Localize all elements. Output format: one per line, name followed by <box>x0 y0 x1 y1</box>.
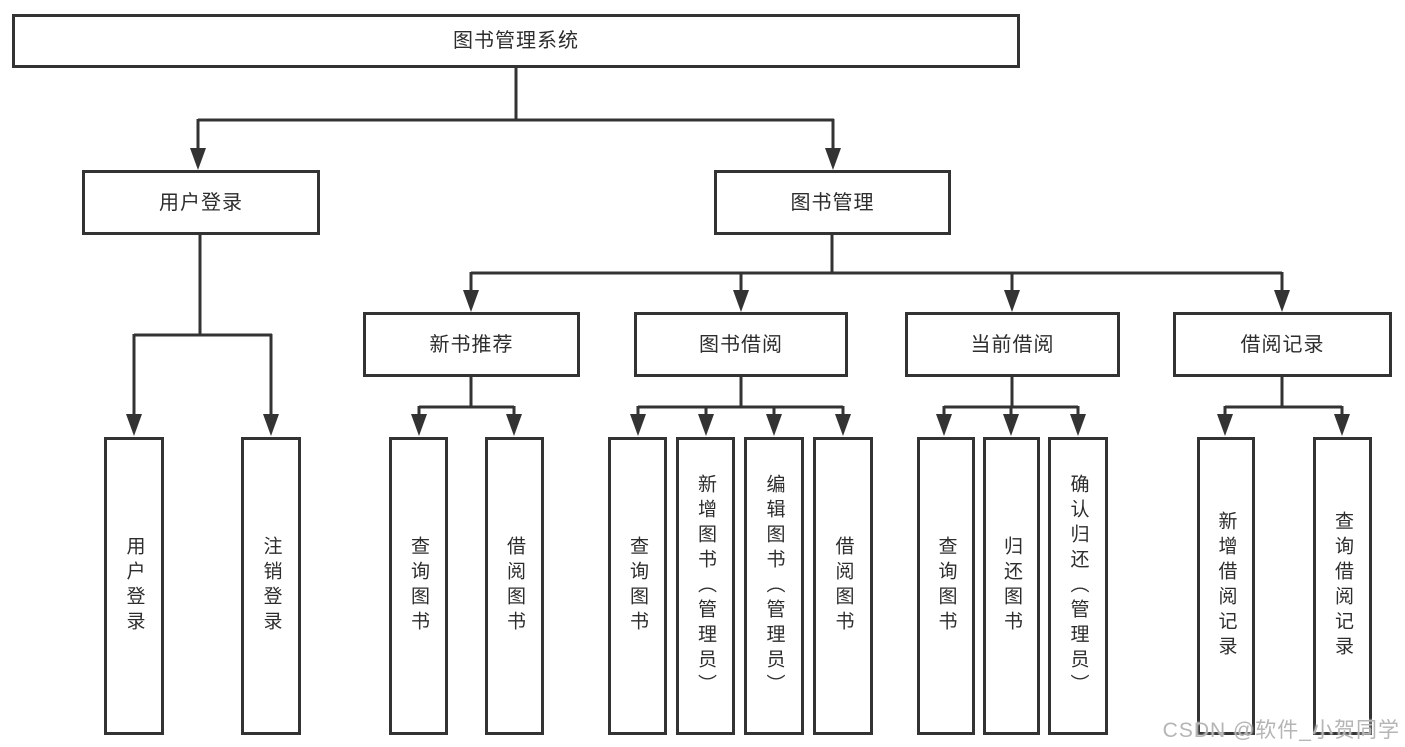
arrowheads-borrowing-records <box>1217 414 1350 436</box>
node-label: 编辑图书（管理员） <box>763 473 785 699</box>
leaf-bb-borrow-books: 借阅图书 <box>813 437 873 735</box>
node-label: 借阅图书 <box>504 536 525 636</box>
leaf-cb-return-books: 归还图书 <box>983 437 1040 735</box>
node-label: 查询图书 <box>935 536 957 636</box>
leaf-bb-query-books: 查询图书 <box>608 437 667 735</box>
leaf-logout: 注销登录 <box>241 437 301 735</box>
node-label: 图书管理系统 <box>453 30 579 52</box>
node-current-borrowing: 当前借阅 <box>905 312 1120 377</box>
node-label: 用户登录 <box>123 536 145 636</box>
leaf-cb-confirm-return-admin: 确认归还（管理员） <box>1048 437 1108 735</box>
connector-borrowing-records-branch <box>1223 375 1344 418</box>
node-label: 新增图书（管理员） <box>695 473 716 699</box>
node-label: 当前借阅 <box>970 333 1055 356</box>
node-library-management-system: 图书管理系统 <box>12 14 1020 68</box>
node-label: 借阅图书 <box>832 536 854 636</box>
node-label: 注销登录 <box>260 536 282 636</box>
node-label: 归还图书 <box>1001 536 1022 636</box>
leaf-bb-add-books-admin: 新增图书（管理员） <box>676 437 735 735</box>
leaf-nbr-borrow-books: 借阅图书 <box>485 437 544 735</box>
node-label: 图书借阅 <box>699 333 783 356</box>
node-book-management: 图书管理 <box>714 170 951 235</box>
leaf-cb-query-books: 查询图书 <box>917 437 975 735</box>
csdn-watermark: CSDN @软件_小贺同学 <box>1162 719 1400 742</box>
node-label: 新增借阅记录 <box>1215 511 1237 661</box>
arrowheads-level2 <box>190 148 841 170</box>
node-label: 查询借阅记录 <box>1332 511 1353 661</box>
node-label: 新书推荐 <box>429 333 514 356</box>
node-user-login: 用户登录 <box>82 170 320 235</box>
leaf-user-login: 用户登录 <box>104 437 164 735</box>
leaf-nbr-query-books: 查询图书 <box>389 437 448 735</box>
node-label: 借阅记录 <box>1240 333 1325 356</box>
connector-new-book-recommend-branch <box>417 375 516 418</box>
leaf-br-query-record: 查询借阅记录 <box>1313 437 1372 735</box>
node-label: 确认归还（管理员） <box>1067 473 1089 699</box>
node-label: 用户登录 <box>159 191 243 214</box>
node-borrowing-records: 借阅记录 <box>1173 312 1392 377</box>
connector-current-borrowing-branch <box>942 375 1080 418</box>
arrowheads-user-login-branch <box>126 414 279 436</box>
node-new-book-recommend: 新书推荐 <box>363 312 580 377</box>
arrowheads-level3 <box>463 290 1290 312</box>
leaf-br-add-record: 新增借阅记录 <box>1197 437 1255 735</box>
arrowheads-book-borrowing <box>630 414 851 436</box>
node-label: 查询图书 <box>627 536 648 636</box>
node-label: 图书管理 <box>790 191 875 214</box>
connector-user-login-branch <box>132 233 273 418</box>
connector-book-management-branch <box>469 233 1284 294</box>
leaf-bb-edit-books-admin: 编辑图书（管理员） <box>744 437 804 735</box>
arrowheads-new-book-recommend <box>411 414 522 436</box>
connector-root-to-level2 <box>196 65 835 152</box>
arrowheads-current-borrowing <box>936 414 1086 436</box>
node-label: 查询图书 <box>408 536 429 636</box>
node-book-borrowing: 图书借阅 <box>634 312 848 377</box>
connector-book-borrowing-branch <box>636 375 845 418</box>
